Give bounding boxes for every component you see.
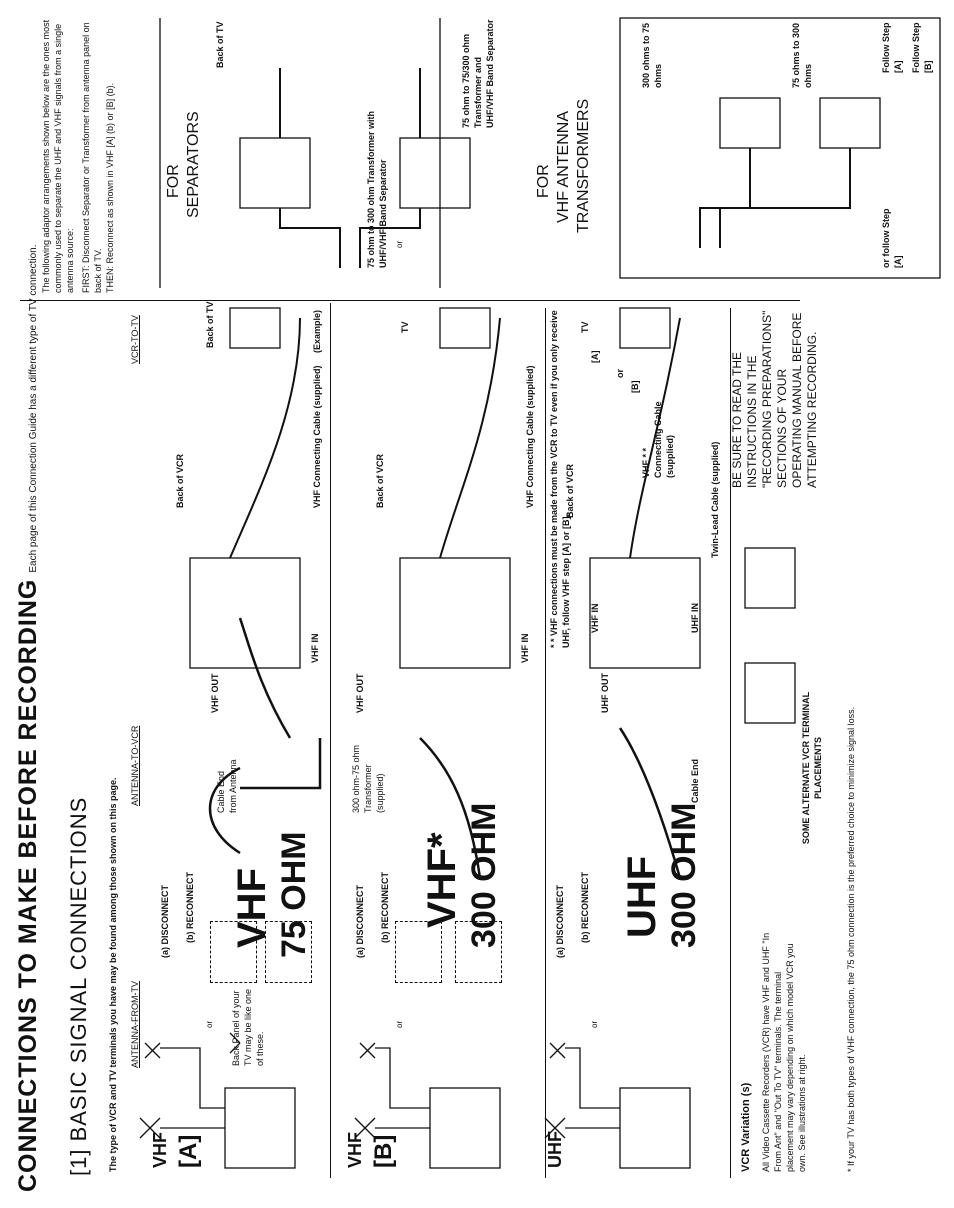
trans-title-vhf: VHF ANTENNA	[555, 110, 572, 223]
row-a-type: VHF	[150, 1132, 170, 1168]
row-b-cable: VHF Connecting Cable (supplied)	[525, 365, 535, 508]
tv-icon	[224, 1087, 296, 1169]
row-b-tv: TV	[400, 321, 410, 333]
row-uhf-reconnect: (b) RECONNECT	[580, 872, 590, 943]
be-sure-note: BE SURE TO READ THE INSTRUCTIONS IN THE …	[730, 310, 819, 488]
row-uhf-uhf-out: UHF OUT	[600, 673, 610, 713]
row-a-big-top: VHF	[230, 868, 274, 948]
row-a-disconnect: (a) DISCONNECT	[160, 884, 170, 958]
row-uhf-type: UHF	[545, 1131, 565, 1168]
row-b-vhf-out: VHF OUT	[355, 673, 365, 714]
row-uhf-big-bottom: 300 OHM	[665, 802, 703, 949]
row-a-example: (Example)	[312, 309, 322, 353]
row-uhf-big-top: UHF	[620, 855, 664, 938]
row-uhf-a: [A]	[590, 350, 600, 364]
or-follow-a: or follow Step [A]	[881, 208, 903, 269]
row-a-cable-end: Cable End from Antenna	[216, 759, 238, 813]
row-b-back-vcr: Back of VCR	[375, 453, 385, 508]
trans-1-label: 300 ohms to 75 ohms	[641, 22, 663, 88]
vcr-variation-text: All Video Cassette Recorders (VCR) have …	[761, 932, 807, 1172]
row-a-back-vcr: Back of VCR	[175, 453, 185, 508]
row-uhf-twin-lead: Twin-Lead Cable (supplied)	[710, 441, 720, 558]
right-first: FIRST: Disconnect Separator or Transform…	[81, 22, 103, 293]
row-a-cable: VHF Connecting Cable (supplied)	[312, 365, 322, 508]
follow-a: Follow Step [A]	[881, 22, 903, 74]
right-intro: The following adaptor arrangements shown…	[41, 19, 75, 293]
panel-note: Back Panel of your TV may be like one of…	[231, 988, 265, 1066]
row-a-reconnect: (b) RECONNECT	[185, 872, 195, 943]
row-b-reconnect: (b) RECONNECT	[380, 872, 390, 943]
row-a-vhf-out: VHF OUT	[210, 673, 220, 714]
row-b-letter: [B]	[370, 1134, 397, 1168]
row-uhf-tv: TV	[580, 321, 590, 333]
right-then: THEN: Reconnect as shown in VHF [A] (b) …	[105, 82, 115, 293]
row-uhf-vhf-in: VHF IN	[590, 603, 600, 633]
row-a-vhf-in: VHF IN	[310, 633, 320, 663]
sep-2-label: 75 ohm to 75/300 ohm Transformer and UHF…	[461, 19, 495, 128]
row-b-big-bottom: 300 OHM	[465, 802, 503, 949]
tv-icon	[619, 1087, 691, 1169]
row-uhf-uhf-in: UHF IN	[690, 603, 700, 633]
trans-title-for: FOR	[535, 164, 552, 198]
row-a-big-bottom: 75 OHM	[275, 831, 313, 958]
sep-title-for: FOR	[165, 164, 182, 198]
row-uhf-note: * * VHF connections must be made from th…	[549, 310, 571, 648]
alt-placements-label: SOME ALTERNATE VCR TERMINAL PLACEMENTS	[801, 691, 823, 845]
row-a-back-tv: Back of TV	[205, 301, 215, 348]
row-b-disconnect: (a) DISCONNECT	[355, 884, 365, 958]
panel-option	[395, 921, 442, 983]
tv-icon	[429, 1087, 501, 1169]
row-a-or: or	[205, 1020, 214, 1028]
follow-b: Follow Step [B]	[911, 22, 933, 74]
row-b-transformer: 300 ohm-75 ohm Transformer (supplied)	[351, 744, 385, 813]
row-b-big-top: VHF*	[420, 832, 464, 928]
sep-1-label: 75 ohm to 300 ohm Transformer with UHF/V…	[366, 110, 388, 268]
row-uhf-disconnect: (a) DISCONNECT	[555, 884, 565, 958]
row-b-or: or	[395, 1020, 404, 1028]
trans-title: TRANSFORMERS	[575, 98, 592, 233]
row-uhf-or: or	[590, 1020, 599, 1028]
row-b-type: VHF	[345, 1132, 365, 1168]
sep-title: SEPARATORS	[185, 111, 202, 218]
row-uhf-b: [B]	[630, 380, 640, 394]
row-uhf-or-small: or	[615, 369, 625, 378]
row-uhf-cable-end: Cable End	[690, 758, 700, 803]
footnote: * If your TV has both types of VHF conne…	[846, 706, 856, 1172]
sep-back-tv: Back of TV	[215, 21, 225, 68]
vcr-variation-heading: VCR Variation (s)	[740, 1082, 752, 1172]
trans-2-label: 75 ohms to 300 ohms	[791, 22, 813, 88]
sep-or: or	[395, 240, 404, 248]
row-b-vhf-in: VHF IN	[520, 633, 530, 663]
row-a-letter: [A]	[175, 1134, 202, 1168]
row-uhf-vhf-cable: VHF * * Connecting Cable (supplied)	[641, 401, 675, 478]
